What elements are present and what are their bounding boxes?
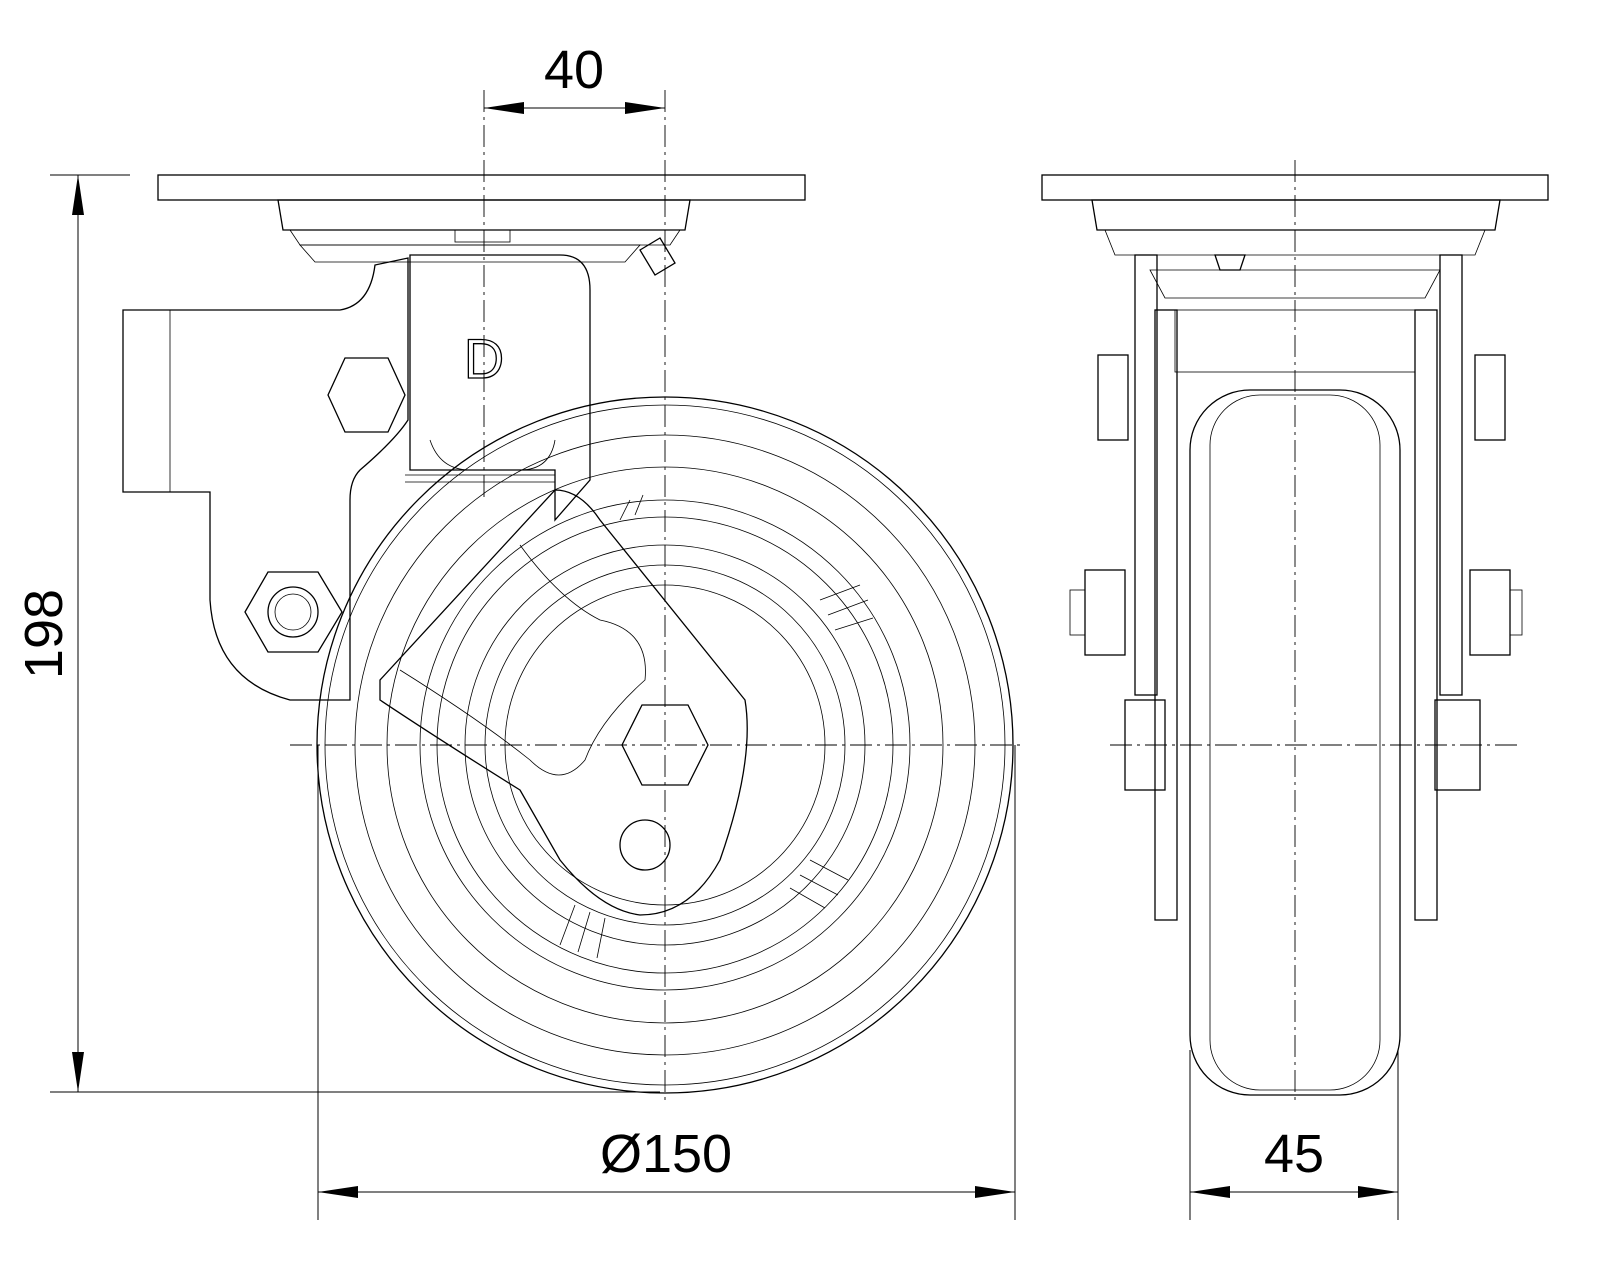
upper-bolt [327, 357, 406, 433]
pivot-bolt [244, 571, 343, 653]
dimension-label-offset: 40 [544, 40, 604, 100]
brand-logo-icon: D [463, 326, 505, 390]
top-plate [157, 174, 806, 201]
dimension-label-width: 45 [1264, 1124, 1324, 1184]
fork-plate [379, 489, 748, 916]
dimension-height: 198 [14, 174, 660, 1093]
front-view [1041, 160, 1549, 1100]
dimension-width: 45 [1189, 1050, 1399, 1220]
side-view: D [122, 90, 1020, 1100]
grease-nipple-front [1214, 254, 1246, 271]
grease-nipple [639, 237, 676, 276]
axle-hole [619, 819, 671, 871]
dimension-diameter: Ø150 [317, 745, 1016, 1220]
brand-logo-letter: D [464, 327, 504, 390]
axle-nut [621, 704, 709, 786]
wheel-side [316, 396, 1014, 1094]
dimension-label-diameter: Ø150 [600, 1124, 732, 1184]
dimension-offset: 40 [484, 40, 665, 114]
swivel-housing [409, 254, 591, 522]
dimension-label-height: 198 [14, 589, 74, 679]
swing-arm [122, 257, 409, 701]
